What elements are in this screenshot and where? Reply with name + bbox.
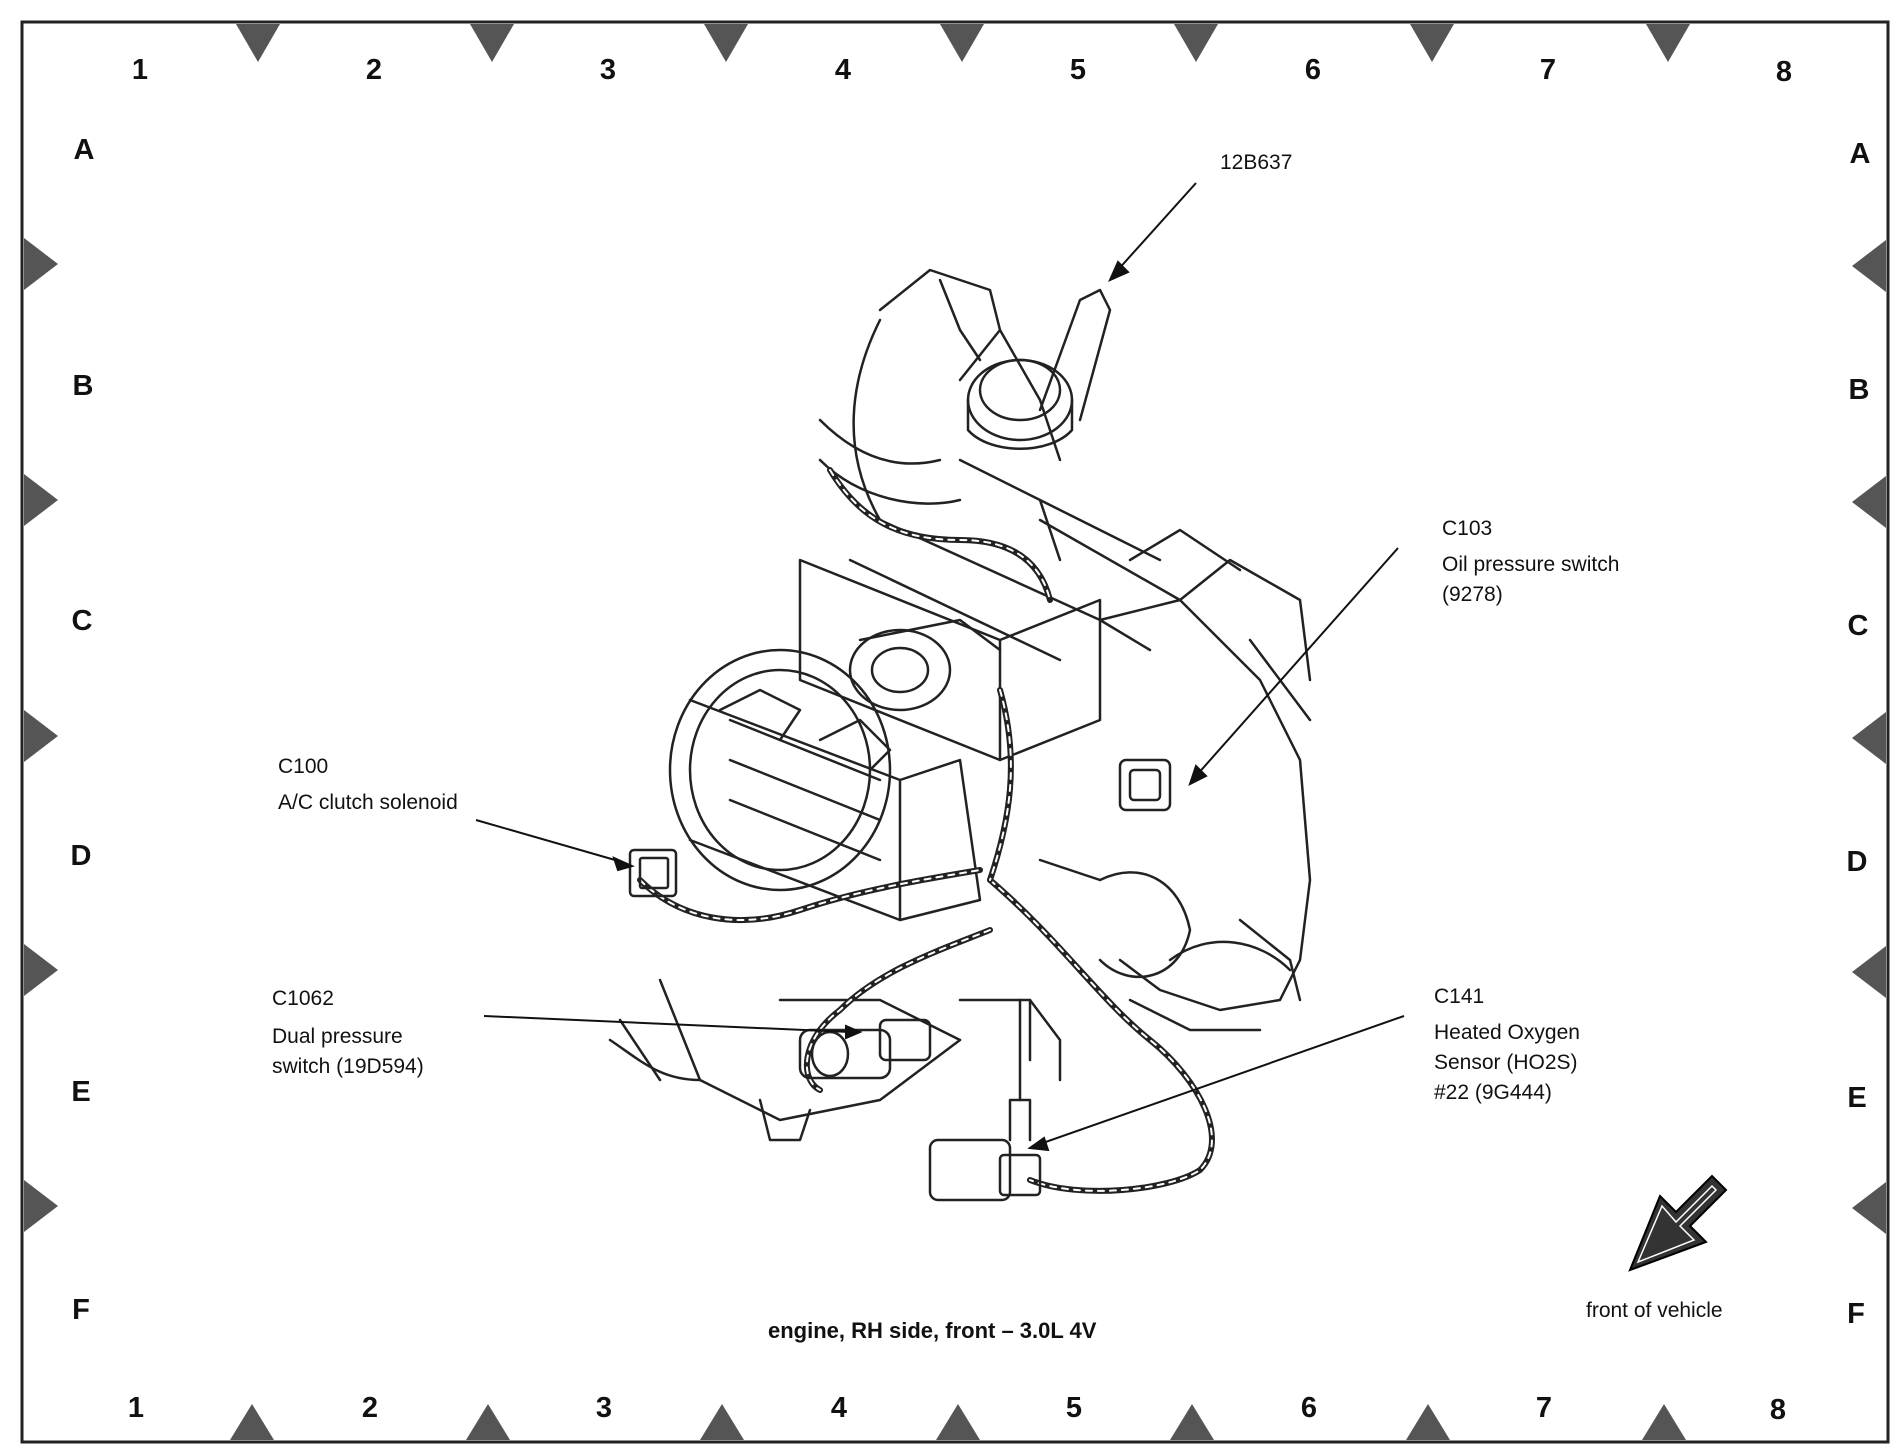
grid-row-left-c: C (71, 605, 93, 637)
grid-row-left-b: B (72, 370, 94, 402)
engine-illustration (608, 268, 1312, 1202)
callout-c1062-line2: switch (19D594) (272, 1055, 424, 1078)
grid-col-bottom-2: 2 (361, 1392, 379, 1424)
grid-col-bottom-8: 8 (1769, 1394, 1787, 1426)
front-of-vehicle-arrow-icon (1628, 1174, 1728, 1272)
bottom-edge-markers (230, 1404, 1686, 1440)
grid-col-bottom-3: 3 (595, 1392, 613, 1424)
grid-row-right-a: A (1849, 138, 1871, 170)
callout-c141-line2: Sensor (HO2S) (1434, 1051, 1578, 1074)
grid-row-right-f: F (1847, 1298, 1865, 1330)
callout-c103: C103 Oil pressure switch (9278) (1442, 514, 1619, 610)
top-edge-markers (236, 24, 1690, 62)
grid-row-right-c: C (1847, 610, 1869, 642)
callout-c141-code: C141 (1434, 985, 1485, 1008)
right-edge-markers (1852, 240, 1886, 1234)
grid-col-top-4: 4 (834, 54, 852, 86)
leader-lines (475, 182, 1405, 1152)
grid-col-bottom-7: 7 (1535, 1392, 1553, 1424)
callout-c141-line1: Heated Oxygen (1434, 1021, 1580, 1044)
callout-c141-line3: #22 (9G444) (1434, 1081, 1552, 1104)
left-edge-markers (24, 238, 58, 1232)
callout-12b637-label: 12B637 (1220, 151, 1293, 174)
grid-col-top-2: 2 (365, 54, 383, 86)
grid-col-top-3: 3 (599, 54, 617, 86)
grid-col-top-8: 8 (1775, 56, 1793, 88)
grid-col-top-7: 7 (1539, 54, 1557, 86)
front-of-vehicle-label: front of vehicle (1586, 1299, 1723, 1322)
grid-col-top-1: 1 (131, 54, 149, 86)
grid-col-top-5: 5 (1069, 54, 1087, 86)
callout-c1062-code: C1062 (272, 987, 334, 1010)
callout-c103-line1: Oil pressure switch (1442, 553, 1620, 576)
grid-row-left-f: F (72, 1294, 90, 1326)
callout-c103-code: C103 (1442, 517, 1493, 540)
grid-col-top-6: 6 (1304, 54, 1322, 86)
diagram-caption: engine, RH side, front – 3.0L 4V (768, 1318, 1097, 1343)
callout-c1062-line1: Dual pressure (272, 1025, 403, 1048)
callout-c103-line2: (9278) (1442, 583, 1503, 606)
grid-col-bottom-6: 6 (1300, 1392, 1318, 1424)
callout-c100-code: C100 (278, 755, 329, 778)
grid-col-bottom-4: 4 (830, 1392, 848, 1424)
callout-c1062: C1062 Dual pressure switch (19D594) (272, 984, 424, 1082)
grid-col-bottom-5: 5 (1065, 1392, 1083, 1424)
callout-c100: C100 A/C clutch solenoid (278, 752, 458, 818)
grid-row-left-d: D (70, 840, 92, 872)
grid-row-right-e: E (1847, 1082, 1867, 1114)
callout-c141: C141 Heated Oxygen Sensor (HO2S) #22 (9G… (1434, 982, 1580, 1108)
grid-row-left-e: E (71, 1076, 91, 1108)
grid-row-right-b: B (1848, 374, 1870, 406)
grid-row-left-a: A (73, 134, 95, 166)
frame-border (20, 20, 1890, 1444)
callout-c100-line1: A/C clutch solenoid (278, 791, 458, 814)
grid-row-right-d: D (1846, 846, 1868, 878)
grid-col-bottom-1: 1 (127, 1392, 145, 1424)
